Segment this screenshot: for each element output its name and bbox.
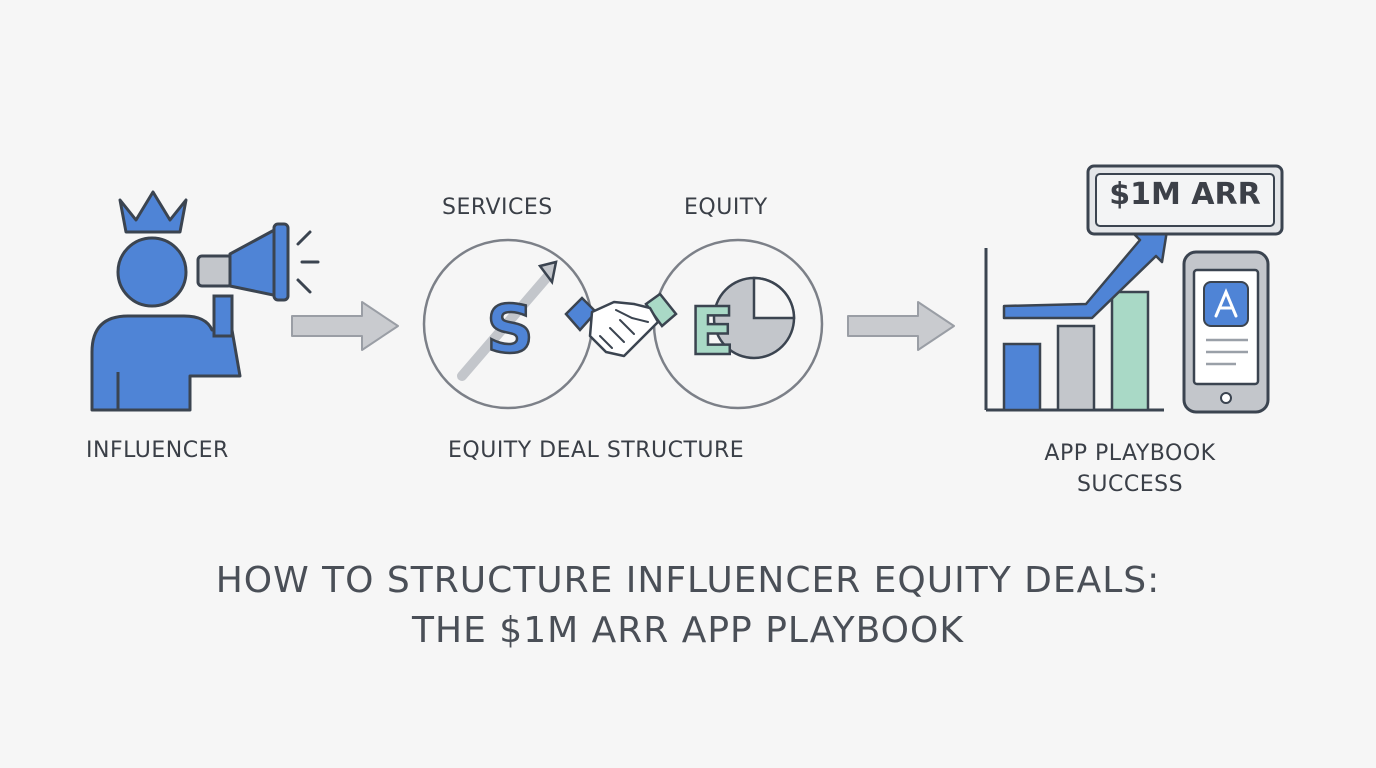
megaphone-icon: [196, 222, 320, 302]
title-line-1: HOW TO STRUCTURE INFLUENCER EQUITY DEALS…: [215, 560, 1161, 601]
influencer-label: INFLUENCER: [86, 438, 229, 463]
title-line-2: THE $1M ARR APP PLAYBOOK: [412, 610, 964, 651]
deal-structure-icon: S E: [422, 238, 824, 410]
services-icon: S: [457, 260, 558, 381]
app-playbook-success-label: APP PLAYBOOK SUCCESS: [1000, 438, 1260, 500]
equity-icon: E: [688, 276, 796, 371]
svg-text:E: E: [689, 293, 734, 370]
flow-arrow-2-icon: [847, 301, 955, 351]
success-label-line-2: SUCCESS: [1076, 472, 1184, 497]
equity-deal-structure-label: EQUITY DEAL STRUCTURE: [448, 438, 745, 463]
growth-chart-icon: [984, 222, 1170, 412]
flow-arrow-1-icon: [291, 301, 399, 351]
handshake-icon: [564, 292, 678, 358]
svg-text:S: S: [486, 291, 534, 368]
arr-badge: [1086, 164, 1284, 236]
arr-badge-text: $1M ARR: [1109, 177, 1261, 212]
smartphone-icon: [1182, 250, 1270, 414]
app-store-icon: [1203, 281, 1249, 327]
services-label: SERVICES: [442, 195, 553, 220]
crown-icon: [118, 190, 188, 234]
page-title: HOW TO STRUCTURE INFLUENCER EQUITY DEALS…: [0, 556, 1376, 656]
success-label-line-1: APP PLAYBOOK: [1044, 441, 1216, 466]
equity-label: EQUITY: [684, 195, 768, 220]
influencer-icon: [90, 190, 320, 412]
